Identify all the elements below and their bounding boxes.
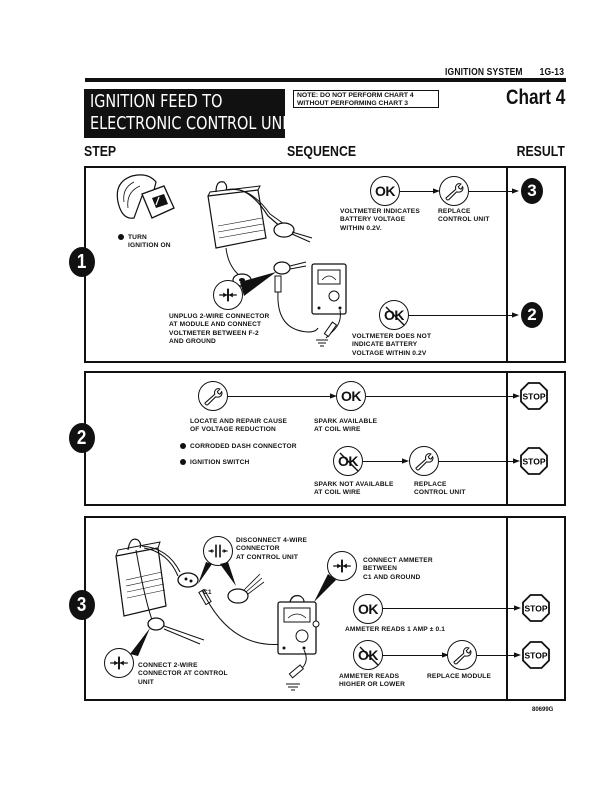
bullet-icon (180, 459, 186, 466)
ignition-key-illustration (116, 174, 175, 219)
step-number-3: 3 (69, 590, 95, 620)
not-ok-icon: OK (353, 640, 383, 670)
result-divider (506, 166, 508, 363)
bullet-icon (180, 443, 186, 450)
control-module-illustration (207, 181, 313, 287)
flow-arrow (363, 461, 403, 463)
stop-sign-icon: STOP (520, 447, 548, 480)
figure-id: 80699G (532, 707, 554, 713)
column-header-sequence: SEQUENCE (287, 143, 357, 160)
flow-arrow (383, 608, 515, 610)
step-2-not-ok-label: SPARK NOT AVAILABLE AT COIL WIRE (314, 481, 394, 497)
step-1-not-ok-label: VOLTMETER DOES NOT INDICATE BATTERY VOLT… (352, 333, 432, 357)
column-header-step: STEP (84, 143, 117, 160)
svg-text:STOP: STOP (525, 651, 548, 661)
step-2-not-ok-action-label: REPLACE CONTROL UNIT (414, 481, 466, 497)
step-1-ok-label: VOLTMETER INDICATES BATTERY VOLTAGE WITH… (340, 208, 420, 232)
note-line-1: NOTE: DO NOT PERFORM CHART 4 (297, 92, 414, 99)
arrowhead-icon (512, 188, 519, 194)
stop-sign-icon: STOP (522, 594, 550, 627)
arrowhead-icon (514, 605, 521, 611)
callout-pointer (198, 562, 236, 586)
stop-sign-icon: STOP (520, 382, 548, 415)
step-3-disconnect-label: DISCONNECT 4-WIRE CONNECTOR AT CONTROL U… (236, 537, 308, 561)
wrench-icon (409, 446, 439, 476)
callout-pointer (130, 628, 150, 656)
ammeter-illustration (201, 589, 320, 691)
step-1-connector-label: UNPLUG 2-WIRE CONNECTOR AT MODULE AND CO… (169, 313, 270, 346)
ok-icon: OK (336, 381, 366, 411)
section-title: IGNITION SYSTEM (444, 67, 523, 78)
voltmeter-illustration (273, 261, 347, 347)
svg-text:STOP: STOP (525, 604, 548, 614)
callout-pointer (240, 272, 276, 296)
title-line-2: ELECTRONIC CONTROL UNIT (90, 113, 296, 134)
ok-icon: OK (370, 176, 400, 206)
arrowhead-icon (514, 652, 521, 658)
step-2-ok-label: SPARK AVAILABLE AT COIL WIRE (314, 418, 378, 434)
disconnect-icon (203, 536, 233, 566)
flow-arrow (383, 655, 443, 657)
step-number-2: 2 (69, 423, 95, 453)
ok-icon: OK (353, 594, 383, 624)
flow-arrow (366, 396, 514, 398)
step-3-ammeter-label: CONNECT AMMETER BETWEEN C1 AND GROUND (363, 557, 433, 581)
step-2-action-label: LOCATE AND REPAIR CAUSE OF VOLTAGE REDUC… (190, 418, 288, 434)
result-goto-step-3: 3 (521, 178, 543, 204)
step-2-bullet-1: CORRODED DASH CONNECTOR (180, 443, 297, 451)
stop-sign-icon: STOP (522, 641, 550, 674)
step-number-1: 1 (69, 247, 95, 277)
arrowhead-icon (402, 458, 409, 464)
flow-arrow (477, 655, 515, 657)
connect-icon (213, 280, 243, 310)
wrench-icon (439, 176, 469, 206)
section-header: IGNITION SYSTEM 1G-13 (445, 67, 564, 78)
page-number: 1G-13 (539, 67, 564, 78)
title-line-1: IGNITION FEED TO (90, 91, 223, 112)
svg-text:STOP: STOP (523, 392, 546, 402)
note-line-2: WITHOUT PERFORMING CHART 3 (297, 99, 409, 107)
callout-pointer (314, 574, 336, 602)
note-box: NOTE: DO NOT PERFORM CHART 4 WITHOUT PER… (293, 90, 439, 108)
flow-arrow (400, 191, 434, 193)
chart-title: IGNITION FEED TO ELECTRONIC CONTROL UNIT (84, 89, 296, 138)
svg-text:STOP: STOP (523, 457, 546, 467)
not-ok-icon: OK (333, 446, 363, 476)
connect-icon (327, 551, 357, 581)
not-ok-icon: OK (379, 300, 409, 330)
connect-icon (104, 648, 134, 678)
step-1-instruction: TURN IGNITION ON (118, 234, 171, 251)
flow-arrow (409, 315, 513, 317)
step-3-ok-label: AMMETER READS 1 AMP ± 0.1 (345, 626, 446, 633)
chart-number: Chart 4 (505, 86, 565, 109)
step-2-bullet-2: IGNITION SWITCH (180, 459, 249, 467)
wrench-icon (447, 640, 477, 670)
result-goto-step-2: 2 (521, 302, 543, 328)
flow-arrow (469, 191, 513, 193)
flow-arrow (228, 396, 331, 398)
wrench-icon (198, 381, 228, 411)
result-divider (506, 371, 508, 506)
column-header-result: RESULT (516, 143, 565, 160)
arrowhead-icon (513, 458, 520, 464)
step-1-ok-action-label: REPLACE CONTROL UNIT (438, 208, 490, 224)
step-3-not-ok-action-label: REPLACE MODULE (427, 673, 492, 680)
c1-label: C1 (203, 589, 212, 596)
arrowhead-icon (512, 312, 519, 318)
bullet-icon (118, 234, 124, 241)
flow-arrow (439, 461, 514, 463)
step-3-not-ok-label: AMMETER READS HIGHER OR LOWER (339, 673, 405, 689)
step-3-connect-label: CONNECT 2-WIRE CONNECTOR AT CONTROL UNIT (138, 662, 228, 686)
arrowhead-icon (513, 393, 520, 399)
header-rule (85, 78, 566, 82)
